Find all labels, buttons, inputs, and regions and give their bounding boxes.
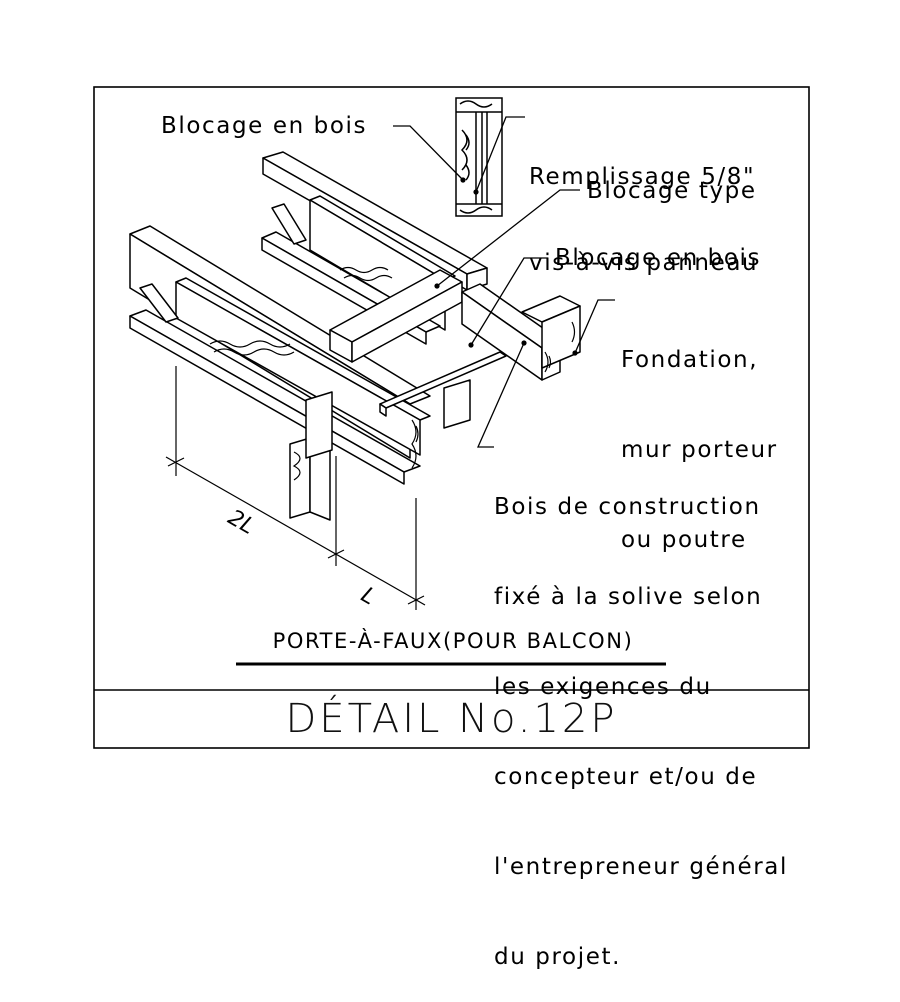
end-grain-marks bbox=[292, 321, 576, 481]
label-bois-line-5: l'entrepreneur général bbox=[494, 854, 788, 880]
infill-pattern bbox=[209, 266, 393, 356]
cantilever-detail-drawing bbox=[93, 86, 810, 749]
leader-lines bbox=[393, 116, 615, 448]
subtitle: PORTE-À-FAUX(POUR BALCON) bbox=[272, 629, 634, 653]
label-remplissage-line-1: Remplissage 5/8" bbox=[529, 164, 756, 190]
label-fondation-line-3: ou poutre bbox=[621, 527, 747, 553]
label-bois-line-4: concepteur et/ou de bbox=[494, 764, 758, 790]
label-bois-line-3: les exigences du bbox=[494, 674, 712, 700]
label-fondation: Fondation, mur porteur ou poutre bbox=[621, 285, 778, 585]
label-bois-line-1: Bois de construction bbox=[494, 494, 761, 520]
label-blocage-bois-right: Blocage en bois bbox=[555, 245, 762, 271]
label-fondation-line-2: mur porteur bbox=[621, 437, 778, 463]
label-bois-line-6: du projet. bbox=[494, 944, 621, 970]
detail-title: DÉTAIL No.12P bbox=[285, 696, 618, 742]
label-fondation-line-1: Fondation, bbox=[621, 347, 759, 373]
label-blocage-type: Blocage type bbox=[587, 178, 757, 204]
label-remplissage: Remplissage 5/8" vis-à-vis panneau bbox=[529, 102, 758, 308]
label-remplissage-line-2: vis-à-vis panneau bbox=[529, 250, 759, 276]
label-blocage-bois-top: Blocage en bois bbox=[161, 113, 368, 139]
inset-section-detail bbox=[455, 97, 503, 217]
label-bois-line-2: fixé à la solive selon bbox=[494, 584, 763, 610]
drawing-frame bbox=[93, 86, 810, 749]
joist-assembly bbox=[129, 151, 581, 521]
dimension-lines bbox=[165, 366, 426, 610]
